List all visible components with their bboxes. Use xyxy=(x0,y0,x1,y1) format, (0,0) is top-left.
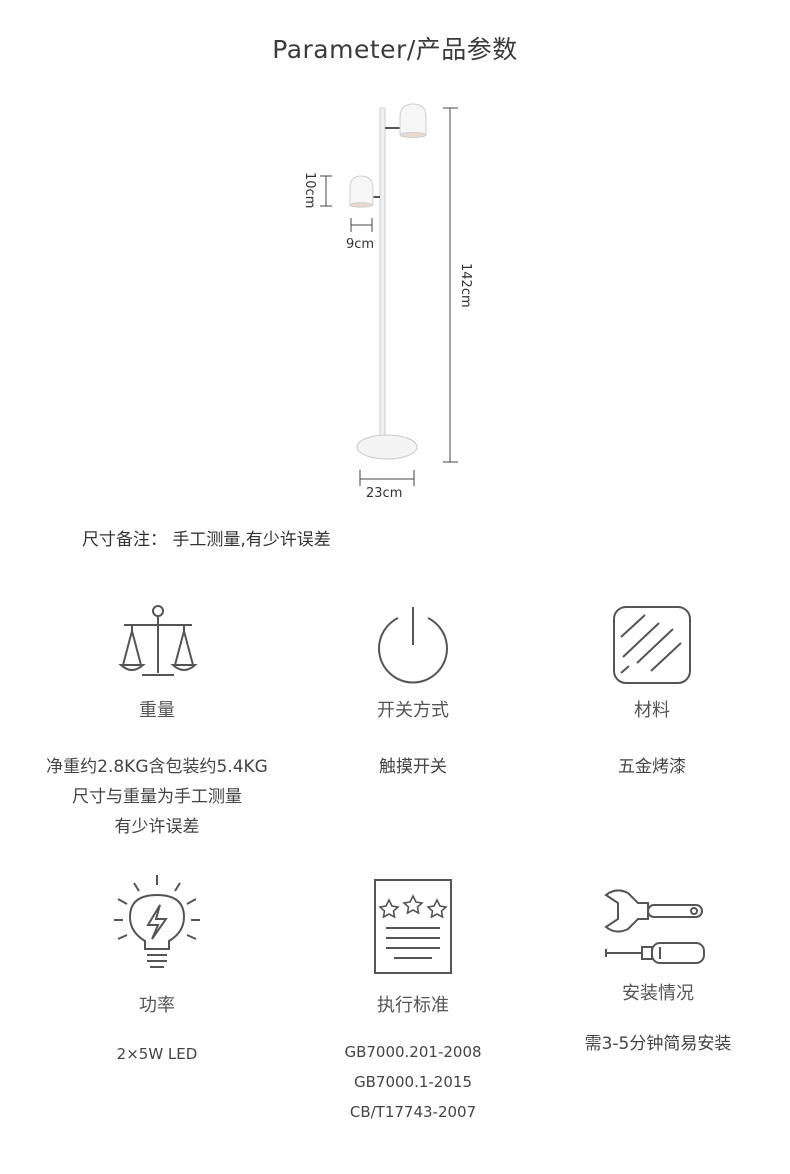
shade-height-measure xyxy=(320,175,332,207)
spec-weight-value-3: 有少许误差 xyxy=(114,817,200,837)
lower-lamp-shade xyxy=(349,175,380,208)
upper-lamp-shade xyxy=(385,103,427,138)
page-title: Parameter/产品参数 xyxy=(272,35,518,64)
spec-installation-value-1: 需3-5分钟简易安装 xyxy=(584,1034,732,1054)
spec-material-title: 材料 xyxy=(634,700,670,721)
spec-standard-value-3: CB/T17743-2007 xyxy=(349,1103,477,1121)
spec-standard-value-1: GB7000.201-2008 xyxy=(344,1043,482,1061)
base-width-measure xyxy=(359,470,415,486)
lamp-dimension-diagram: 10cm 9cm 142cm 23cm xyxy=(302,103,473,501)
certificate-icon xyxy=(374,879,452,974)
size-note: 尺寸备注： 手工测量,有少许误差 xyxy=(82,530,331,550)
scale-icon xyxy=(118,605,198,676)
spec-material: 材料 五金烤漆 xyxy=(522,605,782,782)
base-width-label: 23cm xyxy=(366,486,402,501)
spec-installation: 安装情况 需3-5分钟简易安装 xyxy=(528,885,788,1059)
spec-weight-value-2: 尺寸与重量为手工测量 xyxy=(72,787,242,807)
spec-material-value-1: 五金烤漆 xyxy=(618,757,686,777)
total-height-measure xyxy=(443,107,458,463)
spec-switch-title: 开关方式 xyxy=(377,700,449,721)
spec-weight-value-1: 净重约2.8KG含包装约5.4KG xyxy=(46,757,268,777)
tools-icon xyxy=(604,889,705,964)
spec-standard-title: 执行标准 xyxy=(377,995,449,1016)
spec-power: 功率 2×5W LED xyxy=(27,875,287,1069)
shade-width-measure xyxy=(350,218,373,232)
lamp-pole xyxy=(379,107,386,449)
spec-standard-value-2: GB7000.1-2015 xyxy=(354,1073,472,1091)
spec-standard: 执行标准 GB7000.201-2008 GB7000.1-2015 CB/T1… xyxy=(283,878,543,1127)
shade-width-label: 9cm xyxy=(346,237,374,252)
spec-switch-value-1: 触摸开关 xyxy=(379,757,447,777)
spec-power-title: 功率 xyxy=(139,995,175,1016)
spec-weight-title: 重量 xyxy=(139,700,175,721)
total-height-label: 142cm xyxy=(458,263,473,308)
glass-icon xyxy=(613,606,691,684)
spec-power-value-1: 2×5W LED xyxy=(116,1045,198,1063)
spec-weight: 重量 净重约2.8KG含包装约5.4KG 尺寸与重量为手工测量 有少许误差 xyxy=(27,605,287,842)
spec-switch: 开关方式 触摸开关 xyxy=(283,605,543,782)
power-icon xyxy=(378,607,448,684)
lamp-base xyxy=(356,434,418,460)
shade-height-label: 10cm xyxy=(302,172,317,208)
bulb-icon xyxy=(114,875,200,968)
spec-installation-title: 安装情况 xyxy=(622,983,694,1004)
